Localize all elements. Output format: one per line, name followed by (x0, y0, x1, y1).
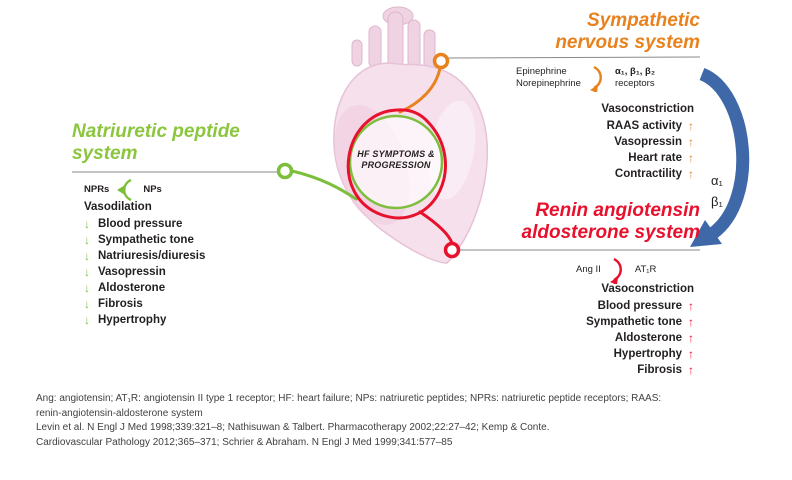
raas-mediators: Ang II AT₁R (576, 256, 656, 284)
receptor-word: receptors (614, 78, 655, 89)
natriuretic-node (276, 162, 294, 180)
mediator-norepinephrine: Norepinephrine (516, 78, 581, 89)
effect-row: Contractility ↑ (607, 166, 694, 182)
down-arrow-icon: ↓ (84, 233, 90, 247)
natriuretic-title-line1: Natriuretic peptide (72, 121, 240, 142)
down-arrow-icon: ↓ (84, 281, 90, 295)
sympathetic-effects: RAAS activity ↑ Vasopressin ↑ Heart rate… (607, 118, 694, 182)
up-arrow-icon: ↑ (688, 167, 694, 181)
effect-row: ↓ Aldosterone (84, 280, 205, 296)
sympathetic-curve (398, 66, 442, 114)
up-arrow-icon: ↑ (688, 135, 694, 149)
sympathetic-leader-line (447, 56, 701, 59)
angii-label: Ang II (576, 264, 601, 275)
beta1-label: β₁ (711, 194, 723, 209)
abbreviations-line1: Ang: angiotensin; AT₁R: angiotensin II t… (36, 393, 662, 404)
orange-curve-arrow-icon (589, 65, 602, 92)
effect-row: Blood pressure ↑ (586, 298, 694, 314)
effect-label: Vasopressin (98, 266, 166, 278)
effect-label: Hypertrophy (613, 348, 682, 360)
alpha1-label: α₁ (711, 173, 723, 188)
blue-arrow-labels: α₁ β₁ (711, 170, 723, 212)
hf-center-label-line2: PROGRESSION (361, 160, 431, 170)
up-arrow-icon: ↑ (688, 315, 694, 329)
effect-label: Contractility (614, 168, 682, 180)
effect-label: Natriuresis/diuresis (98, 250, 206, 262)
natriuretic-effect-header: Vasodilation (84, 201, 152, 213)
effect-label: Fibrosis (98, 298, 143, 310)
citation-line2: Cardiovascular Pathology 2012;365–371; S… (36, 436, 453, 448)
mediator-epinephrine: Epinephrine (516, 66, 567, 77)
natriuretic-effects: ↓ Blood pressure ↓ Sympathetic tone ↓ Na… (84, 216, 205, 328)
raas-title-line2: aldosterone system (521, 222, 700, 243)
effect-label: Sympathetic tone (586, 316, 682, 328)
up-arrow-icon: ↑ (688, 363, 694, 377)
up-arrow-icon: ↑ (688, 331, 694, 345)
heart-vessels (351, 6, 436, 69)
raas-title-line1: Renin angiotensin (535, 200, 700, 221)
nprs-label: NPRs (84, 184, 110, 195)
citation-line1: Levin et al. N Engl J Med 1998;339:321–8… (36, 422, 550, 433)
effect-row: Fibrosis ↑ (586, 362, 694, 378)
effect-row: Heart rate ↑ (607, 150, 694, 166)
sympathetic-title: Sympathetic nervous system (555, 10, 700, 54)
down-arrow-icon: ↓ (84, 265, 90, 279)
effect-row: Hypertrophy ↑ (586, 346, 694, 362)
effect-label: Blood pressure (597, 300, 682, 312)
sympathetic-node (432, 52, 450, 70)
sympathetic-receptors: α₁, β₁, β₂ receptors (615, 66, 655, 90)
effect-label: Hypertrophy (98, 314, 167, 326)
red-curve-arrow-icon (609, 257, 622, 284)
sympathetic-title-line1: Sympathetic (587, 10, 700, 31)
down-arrow-icon: ↓ (84, 217, 90, 231)
sympathetic-mediators: Epinephrine Norepinephrine α₁, β₁, β₂ re… (516, 64, 655, 92)
up-arrow-icon: ↑ (688, 347, 694, 361)
up-arrow-icon: ↑ (688, 119, 694, 133)
down-arrow-icon: ↓ (84, 313, 90, 327)
effect-row: Vasopressin ↑ (607, 134, 694, 150)
hf-center-label: HF SYMPTOMS & PROGRESSION (350, 149, 442, 171)
effect-label: Fibrosis (637, 364, 682, 376)
sympathetic-title-line2: nervous system (555, 32, 700, 53)
raas-tail (418, 210, 454, 245)
natriuretic-mediators: NPRs NPs (84, 177, 162, 203)
sympathetic-mediator-names: Epinephrine Norepinephrine (516, 66, 581, 90)
effect-row: ↓ Natriuresis/diuresis (84, 248, 205, 264)
down-arrow-icon: ↓ (84, 249, 90, 263)
effect-row: ↓ Fibrosis (84, 296, 205, 312)
effect-label: RAAS activity (606, 120, 682, 132)
up-arrow-icon: ↑ (688, 299, 694, 313)
effect-label: Aldosterone (98, 282, 166, 294)
natriuretic-title: Natriuretic peptide system (72, 121, 240, 165)
effect-row: ↓ Hypertrophy (84, 312, 205, 328)
effect-label: Heart rate (628, 152, 682, 164)
receptor-subtypes: α₁, β₁, β₂ (614, 66, 656, 77)
at1r-label: AT₁R (634, 264, 657, 275)
hf-center-label-line1: HF SYMPTOMS & (357, 149, 435, 159)
up-arrow-icon: ↑ (688, 151, 694, 165)
effect-row: ↓ Sympathetic tone (84, 232, 205, 248)
effect-row: Sympathetic tone ↑ (586, 314, 694, 330)
effect-row: ↓ Vasopressin (84, 264, 205, 280)
natriuretic-title-line2: system (72, 143, 138, 164)
nps-label: NPs (143, 184, 162, 195)
abbreviations-line2: renin-angiotensin-aldosterone system (36, 407, 203, 419)
effect-row: ↓ Blood pressure (84, 216, 205, 232)
effect-label: Sympathetic tone (98, 234, 194, 246)
sympathetic-effect-header: Vasoconstriction (601, 103, 694, 115)
effect-label: Aldosterone (614, 332, 682, 344)
raas-effects: Blood pressure ↑ Sympathetic tone ↑ Aldo… (586, 298, 694, 378)
natriuretic-curve (290, 169, 358, 201)
raas-node (443, 241, 461, 259)
raas-title: Renin angiotensin aldosterone system (522, 200, 700, 244)
effect-row: Aldosterone ↑ (586, 330, 694, 346)
footnotes: Ang: angiotensin; AT₁R: angiotensin II t… (36, 392, 756, 450)
raas-effect-header: Vasoconstriction (601, 283, 694, 295)
green-curve-arrow-icon (117, 178, 132, 202)
effect-label: Blood pressure (98, 218, 183, 230)
effect-row: RAAS activity ↑ (607, 118, 694, 134)
effect-label: Vasopressin (614, 136, 682, 148)
down-arrow-icon: ↓ (84, 297, 90, 311)
